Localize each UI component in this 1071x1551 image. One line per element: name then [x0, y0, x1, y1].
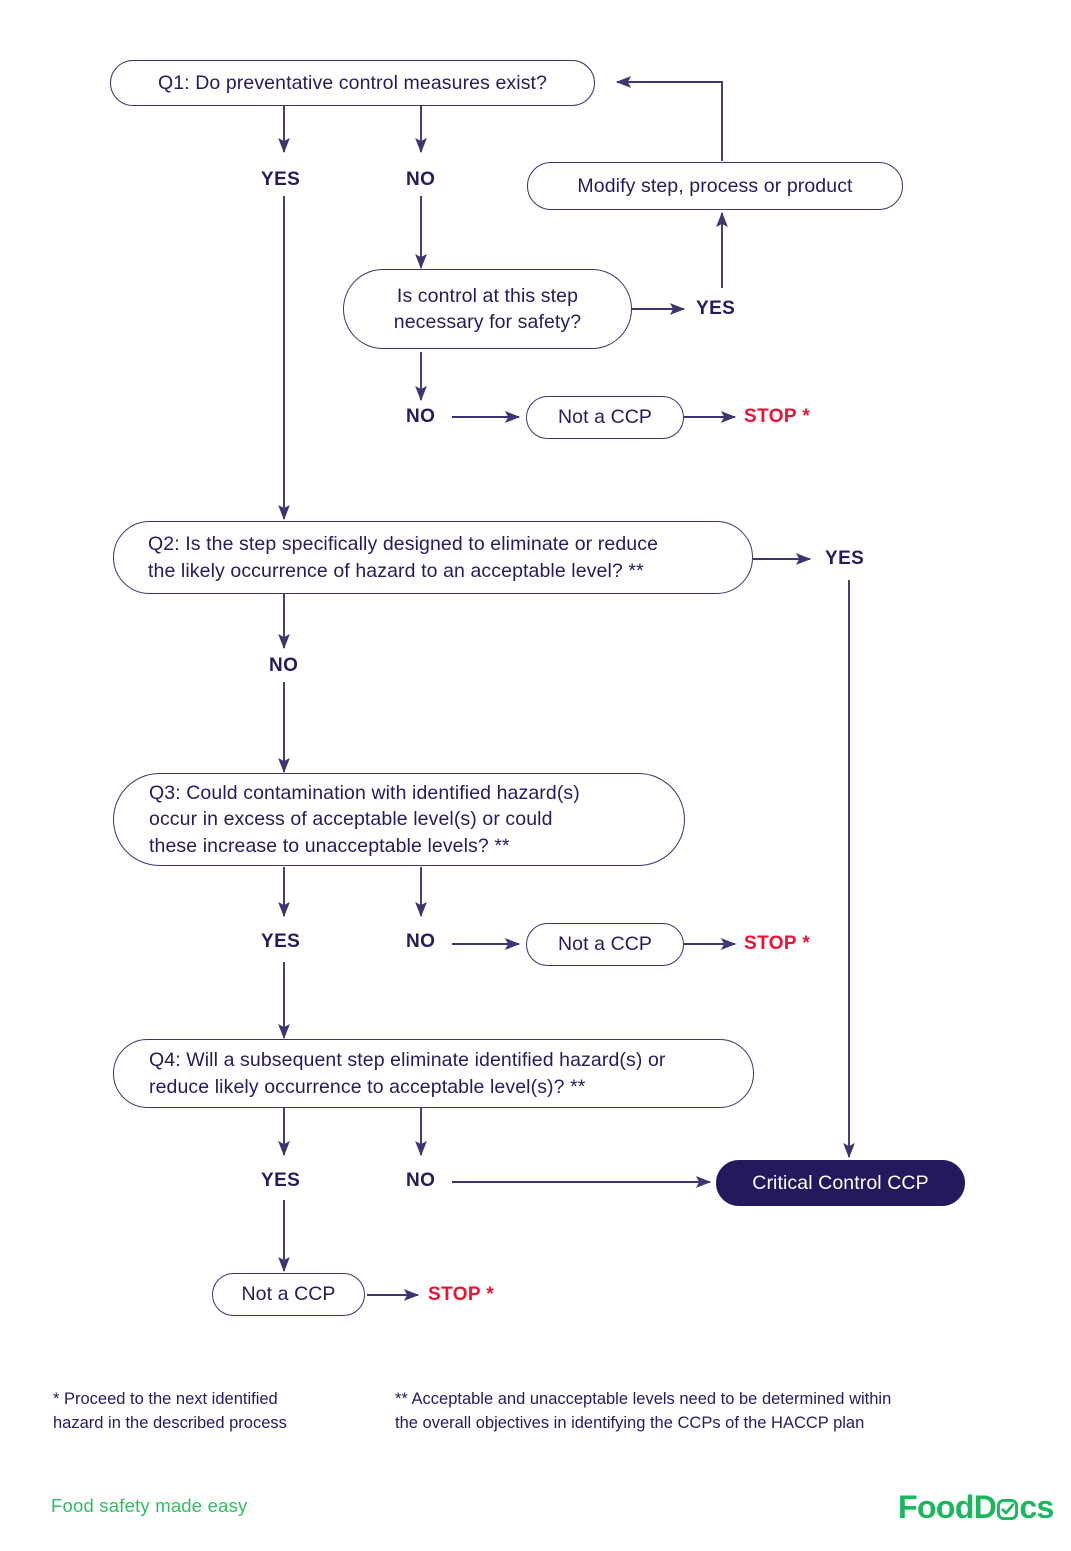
node-control-necessary-label: Is control at this step necessary for sa…	[393, 284, 582, 333]
node-critical-control-ccp-label: Critical Control CCP	[752, 1171, 929, 1194]
label-q1-no: NO	[406, 169, 436, 190]
logo-text-part2: cs	[1019, 1489, 1054, 1525]
node-modify-step[interactable]: Modify step, process or product	[527, 162, 903, 210]
logo-text-part1: FoodD	[898, 1489, 997, 1525]
node-q3-label: Q3: Could contamination with identified …	[149, 782, 580, 857]
node-q1-label: Q1: Do preventative control measures exi…	[157, 71, 548, 94]
footnote-single-star: * Proceed to the next identified hazard …	[53, 1390, 287, 1432]
node-modify-step-label: Modify step, process or product	[577, 174, 853, 197]
label-q2-no: NO	[269, 655, 299, 676]
node-q1[interactable]: Q1: Do preventative control measures exi…	[110, 60, 595, 106]
node-control-necessary[interactable]: Is control at this step necessary for sa…	[343, 269, 632, 349]
node-q4-label: Q4: Will a subsequent step eliminate ide…	[149, 1049, 666, 1098]
label-stop-2: STOP *	[744, 933, 811, 954]
node-not-a-ccp-2[interactable]: Not a CCP	[526, 923, 684, 966]
label-q1-yes: YES	[261, 169, 301, 190]
label-q3-no: NO	[406, 931, 436, 952]
node-q3[interactable]: Q3: Could contamination with identified …	[113, 773, 685, 866]
label-safety-no: NO	[406, 406, 436, 427]
node-not-a-ccp-1-label: Not a CCP	[557, 406, 653, 429]
check-box-icon	[997, 1499, 1019, 1520]
label-q4-yes: YES	[261, 1170, 301, 1191]
footnote-double-star: ** Acceptable and unacceptable levels ne…	[395, 1390, 892, 1432]
node-not-a-ccp-3-label: Not a CCP	[241, 1283, 336, 1306]
node-q4[interactable]: Q4: Will a subsequent step eliminate ide…	[113, 1039, 754, 1108]
label-stop-3: STOP *	[428, 1284, 495, 1305]
node-not-a-ccp-2-label: Not a CCP	[557, 933, 653, 956]
node-critical-control-ccp[interactable]: Critical Control CCP	[716, 1160, 965, 1206]
footer-tagline: Food safety made easy	[51, 1495, 248, 1516]
fooddocs-logo[interactable]: FoodD cs	[898, 1489, 1054, 1526]
label-safety-yes: YES	[696, 298, 736, 319]
label-stop-1: STOP *	[744, 406, 811, 427]
node-q2[interactable]: Q2: Is the step specifically designed to…	[113, 521, 753, 594]
node-not-a-ccp-1[interactable]: Not a CCP	[526, 396, 684, 439]
label-q4-no: NO	[406, 1170, 436, 1191]
label-q2-yes: YES	[825, 548, 865, 569]
node-q2-label: Q2: Is the step specifically designed to…	[148, 533, 659, 582]
node-not-a-ccp-3[interactable]: Not a CCP	[212, 1273, 365, 1316]
label-q3-yes: YES	[261, 931, 301, 952]
